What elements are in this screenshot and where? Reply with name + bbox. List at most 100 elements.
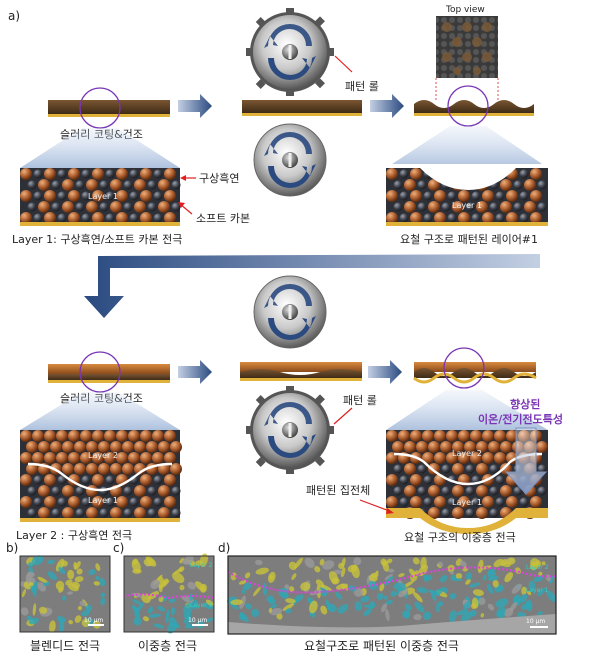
graphite-particle [62, 441, 74, 453]
soft-carbon-particle [129, 497, 139, 507]
particle-texture [486, 583, 494, 594]
particle-texture [88, 569, 96, 576]
layer1-inner-label-d: Layer 1 [452, 498, 482, 507]
particle-texture [435, 605, 441, 613]
graphite-particle [44, 190, 56, 202]
particle-texture [132, 599, 142, 605]
micrograph-patterned-bilayer [227, 555, 557, 635]
particle-texture [336, 583, 349, 590]
graphite-particle [164, 474, 176, 486]
particle-texture [242, 582, 252, 591]
graphite-particle [476, 507, 488, 519]
particle-texture [179, 558, 185, 564]
soft-carbon-particle [495, 497, 505, 507]
soft-carbon-particle [495, 191, 505, 201]
graphite-particle [158, 485, 170, 497]
graphite-particle [98, 441, 110, 453]
particle-texture [238, 579, 248, 585]
soft-carbon-particle [441, 486, 451, 496]
soft-carbon-particle [519, 213, 529, 223]
particle-texture [340, 567, 346, 578]
particle-texture [49, 620, 56, 633]
particle-texture [270, 604, 278, 609]
graphite-particle [458, 496, 470, 508]
particle-texture [252, 586, 261, 597]
layer2-electrode-block [20, 430, 182, 522]
soft-carbon-particle [51, 202, 61, 212]
process-arrow-icon [368, 360, 402, 384]
rotation-arrow-icon [264, 402, 312, 426]
particle-texture [535, 560, 541, 568]
graphite-particle [476, 485, 488, 497]
particle-texture [449, 571, 454, 575]
soft-carbon-particle [465, 464, 475, 474]
particle-texture [504, 572, 514, 583]
particle-texture [276, 612, 283, 620]
soft-carbon-particle [417, 486, 427, 496]
particle-texture [436, 601, 444, 607]
zoom-cone-2 [386, 126, 548, 168]
graphite-particle [428, 441, 440, 453]
soft-carbon-particle [489, 508, 499, 518]
particle-texture [76, 568, 83, 575]
patterned-bilayer-block [386, 427, 548, 534]
particle-texture [291, 573, 297, 580]
particle-texture [423, 574, 429, 583]
graphite-particle [530, 168, 542, 180]
particle-texture [423, 611, 432, 621]
soft-carbon-particle [27, 486, 37, 496]
soft-carbon-particle [57, 213, 67, 223]
soft-carbon-particle [105, 475, 115, 485]
graphite-particle [410, 496, 422, 508]
graphite-particle [440, 441, 452, 453]
particle-texture [381, 603, 387, 613]
graphite-particle [470, 430, 482, 442]
coated-strip-2 [242, 100, 362, 116]
particle-texture [321, 584, 332, 592]
panel-label-a: a) [8, 9, 20, 23]
particle-texture [314, 566, 321, 573]
particle-texture [480, 613, 485, 618]
graphite-particle [494, 452, 506, 464]
soft-carbon-particle [147, 486, 157, 496]
particle-texture [25, 573, 32, 582]
soft-carbon-particle [393, 180, 403, 190]
micrograph-c-caption: 이중층 전극 [138, 639, 197, 653]
particle-texture [478, 597, 486, 605]
graphite-particle [134, 179, 146, 191]
soft-carbon-particle [81, 475, 91, 485]
soft-carbon-particle [393, 486, 403, 496]
particle-texture [472, 589, 484, 596]
graphite-particle [422, 452, 434, 464]
graphite-particle [86, 201, 98, 213]
particle-texture [147, 606, 154, 614]
soft-carbon-particle [537, 464, 547, 474]
graphite-particle [458, 212, 470, 224]
graphite-particle [20, 452, 32, 464]
soft-carbon-particle [537, 202, 547, 212]
graphite-particle [128, 452, 140, 464]
particle-texture [496, 611, 505, 619]
graphite-particle [92, 452, 104, 464]
soft-carbon-particle [465, 202, 475, 212]
particle-texture [538, 571, 543, 576]
particle-texture [179, 584, 185, 591]
graphite-particle [26, 463, 38, 475]
graphite-particle [74, 463, 86, 475]
graphite-particle [44, 474, 56, 486]
graphite-particle [20, 474, 32, 486]
particle-texture [38, 606, 48, 614]
graphite-particle [158, 463, 170, 475]
soft-carbon-particle [153, 169, 163, 179]
graphite-particle [428, 201, 440, 213]
graphite-particle [158, 441, 170, 453]
panel-label-d: d) [218, 541, 230, 555]
graphite-particle [104, 430, 116, 442]
graphite-particle [524, 179, 536, 191]
particle-texture [338, 562, 345, 569]
improved-label-2: 이온/전기전도특성 [478, 412, 563, 426]
graphite-particle [506, 452, 518, 464]
particle-texture [61, 595, 67, 601]
soft-carbon-particle [153, 213, 163, 223]
particle-texture [43, 581, 51, 587]
